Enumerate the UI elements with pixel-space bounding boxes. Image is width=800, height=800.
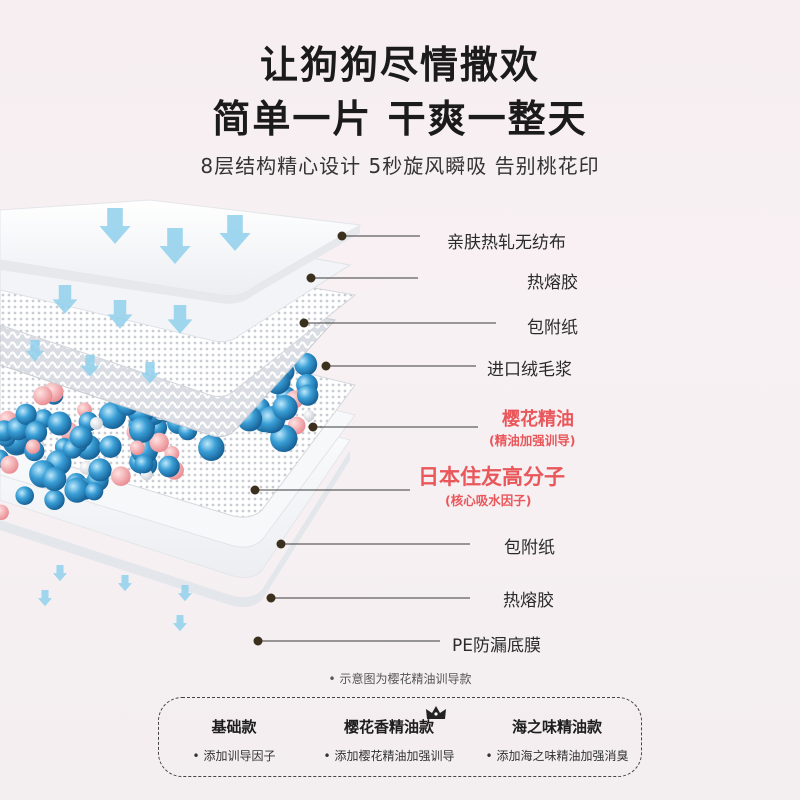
leader-dot-icon xyxy=(321,361,331,371)
absorption-arrows xyxy=(25,208,251,632)
arrow-down-icon xyxy=(37,590,53,607)
bead xyxy=(297,384,319,406)
sublabel-sakura-oil: (精油加强训导) xyxy=(489,433,576,448)
label-top-nonwoven: 亲肤热轧无纺布 xyxy=(447,233,566,253)
leader-dot-icon xyxy=(276,539,286,549)
leader-dot-icon xyxy=(337,231,347,241)
bead xyxy=(47,411,72,436)
label-wrapping-paper-2: 包附纸 xyxy=(504,538,555,558)
bead xyxy=(149,432,169,453)
arrow-down-icon xyxy=(172,615,188,632)
arrow-down-icon xyxy=(159,228,191,264)
bead xyxy=(134,454,154,474)
bead xyxy=(198,434,225,461)
label-fluff-pulp: 进口绒毛浆 xyxy=(487,360,572,380)
leader-dot-icon xyxy=(250,485,260,495)
arrow-down-icon xyxy=(177,585,193,602)
variant-ocean-desc: • 添加海之味精油加强消臭 xyxy=(485,749,629,763)
bead xyxy=(0,455,19,474)
variant-basic-name: 基础款 xyxy=(211,718,257,736)
illustration-note: • 示意图为樱花精油训导款 xyxy=(328,672,472,686)
leader-dot-icon xyxy=(266,593,276,603)
bead xyxy=(24,421,48,444)
bead xyxy=(33,386,53,406)
bead xyxy=(158,455,180,478)
variant-ocean-name: 海之味精油款 xyxy=(511,718,602,736)
variant-sakura-desc: • 添加樱花精油加强训导 xyxy=(323,749,455,763)
label-hot-melt-2: 热熔胶 xyxy=(503,591,554,611)
bead xyxy=(44,489,65,510)
layer-diagram xyxy=(0,199,496,646)
bead xyxy=(64,477,90,503)
bead xyxy=(303,410,315,422)
variant-basic: 基础款 • 添加训导因子 xyxy=(159,698,309,764)
bead xyxy=(129,440,145,456)
arrow-down-icon xyxy=(25,340,45,362)
variant-sakura-name: 樱花香精油款 xyxy=(343,718,434,736)
bead xyxy=(69,425,93,449)
arrow-down-icon xyxy=(80,355,100,377)
bead xyxy=(111,466,131,487)
bead xyxy=(128,417,155,443)
bead xyxy=(0,504,9,520)
arrow-down-icon xyxy=(219,215,251,251)
bead xyxy=(15,403,37,425)
variant-ocean: 海之味精油款 • 添加海之味精油加强消臭 xyxy=(477,698,637,764)
arrow-down-icon xyxy=(140,362,160,384)
crown-icon xyxy=(426,706,446,719)
leader-dot-icon xyxy=(299,318,309,328)
bead xyxy=(25,439,41,454)
sublabel-polymer: (核心吸水因子) xyxy=(445,493,532,508)
arrow-down-icon xyxy=(107,300,133,329)
arrow-down-icon xyxy=(167,305,193,334)
arrow-down-icon xyxy=(99,208,131,244)
bead xyxy=(272,395,298,421)
leader-dot-icon xyxy=(308,422,318,432)
bead xyxy=(90,417,103,430)
arrow-down-icon xyxy=(117,575,133,592)
leader-dot-icon xyxy=(306,273,316,283)
variants-box: 基础款 • 添加训导因子 樱花香精油款 • 添加樱花精油加强训导 海之味精油款 … xyxy=(158,697,642,777)
label-wrapping-paper-1: 包附纸 xyxy=(527,318,578,338)
label-sakura-oil: 樱花精油 xyxy=(502,409,574,430)
variant-sakura: 樱花香精油款 • 添加樱花精油加强训导 xyxy=(309,698,469,764)
headline-line-2: 简单一片 干爽一整天 xyxy=(212,97,588,141)
variant-basic-desc: • 添加训导因子 xyxy=(192,749,276,763)
bead xyxy=(88,458,112,482)
bead xyxy=(85,482,104,501)
label-polymer: 日本住友高分子 xyxy=(418,465,565,489)
headline-line-1: 让狗狗尽情撒欢 xyxy=(259,43,540,87)
arrow-down-icon xyxy=(52,565,68,582)
bead xyxy=(42,467,67,491)
subtitle: 8层结构精心设计 5秒旋风瞬吸 告别桃花印 xyxy=(200,154,600,178)
label-pe-film: PE防漏底膜 xyxy=(452,636,541,656)
leader-dot-icon xyxy=(253,636,263,646)
leader-lines xyxy=(250,231,496,646)
bead xyxy=(15,486,34,506)
bead xyxy=(99,435,122,458)
arrow-down-icon xyxy=(52,285,78,314)
label-hot-melt-1: 热熔胶 xyxy=(527,273,578,293)
